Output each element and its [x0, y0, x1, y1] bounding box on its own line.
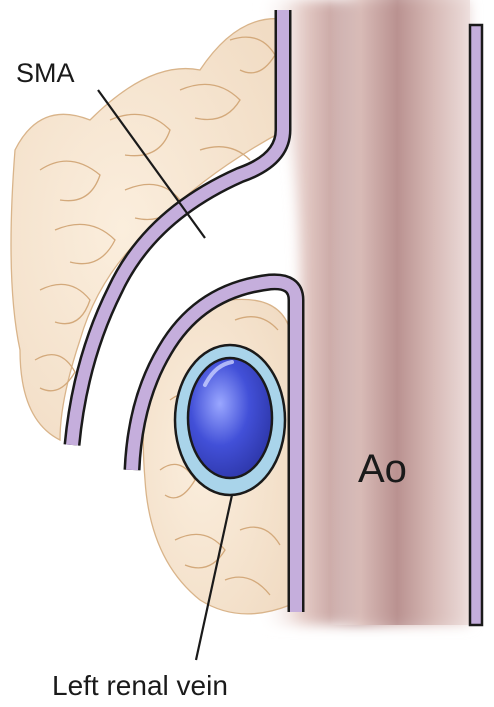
left-renal-vein [175, 345, 285, 495]
sma-label: SMA [16, 60, 75, 87]
left-renal-vein-label: Left renal vein [52, 672, 228, 700]
aorta-label: Ao [358, 449, 407, 489]
aorta-right-wall [470, 25, 482, 625]
